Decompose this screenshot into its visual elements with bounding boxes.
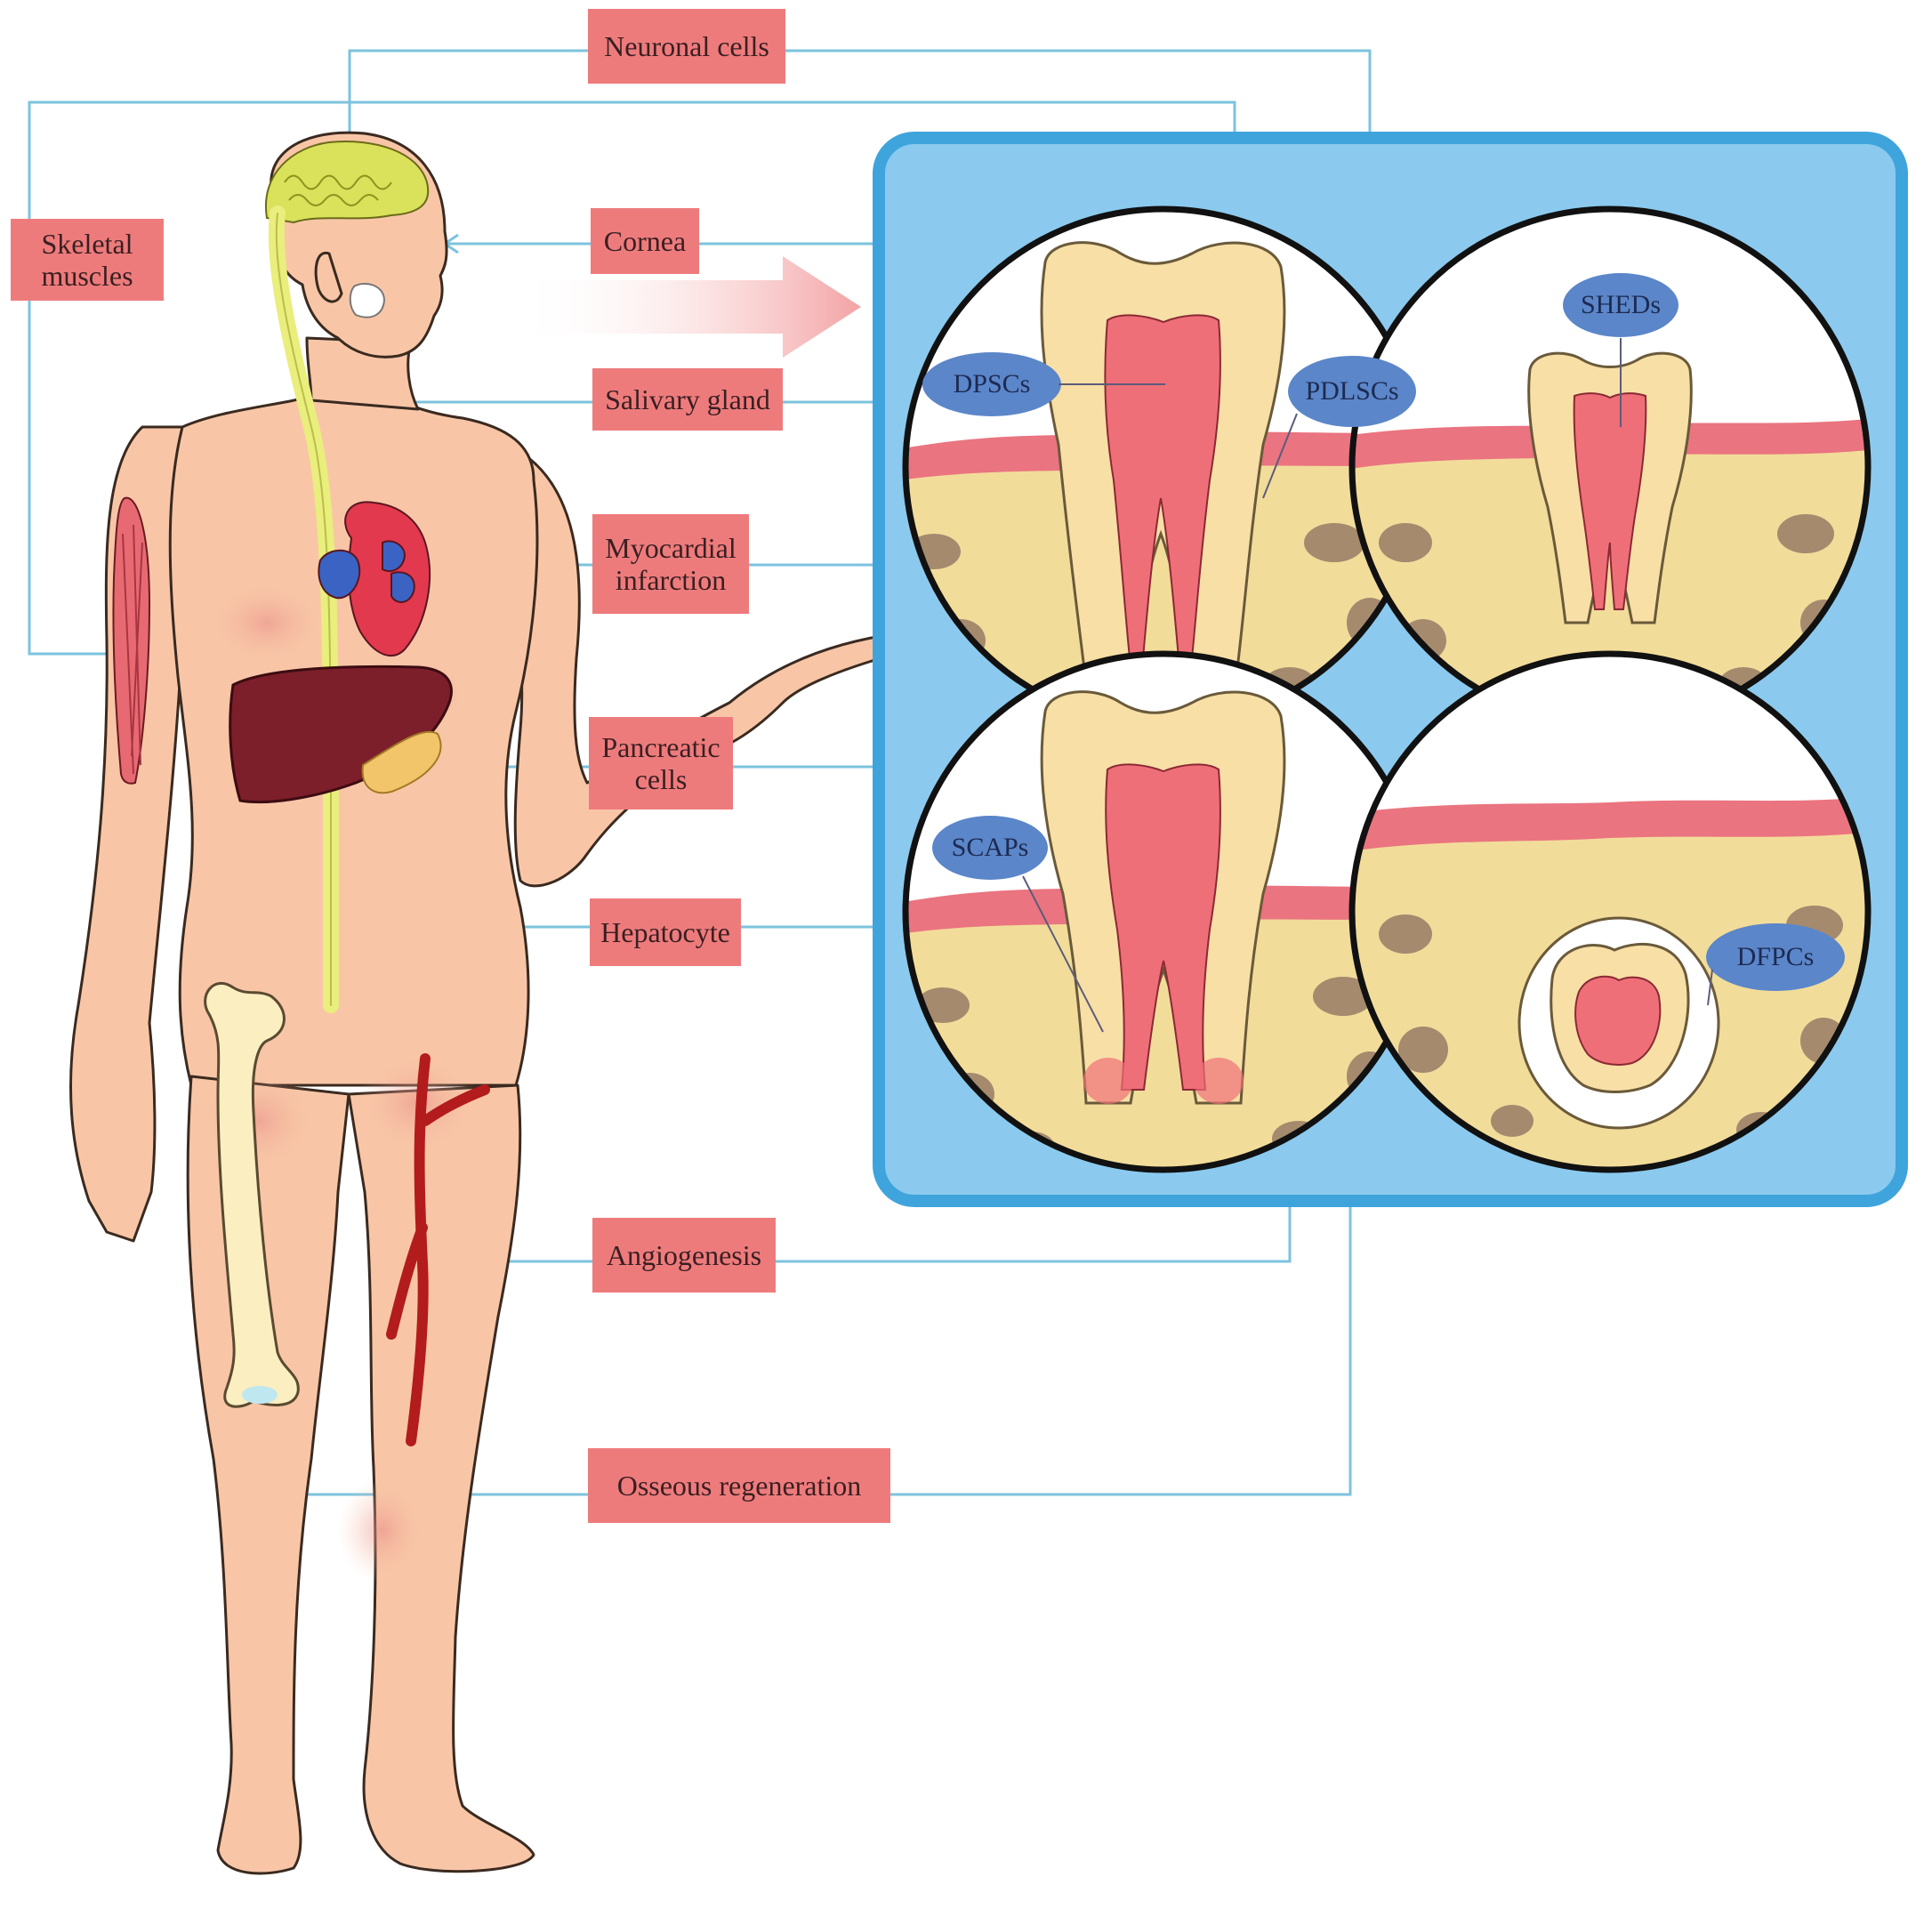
label-cornea: Cornea [591,208,699,274]
label-dfpcs: DFPCs [1736,942,1815,971]
label-skeletal-muscles: Skeletal muscles [11,219,164,301]
dfpcs-marker [1706,923,1845,991]
tooth-circle-permanent [906,209,1421,725]
stem-cell-markers [922,273,1845,991]
label-scaps: SCAPs [951,833,1029,862]
big-arrow [516,256,861,358]
label-osseous-regeneration: Osseous regeneration [588,1448,890,1523]
scaps-marker [932,816,1048,880]
label-dpscs: DPSCs [953,369,1031,399]
right-leg [186,1075,350,1875]
connector-skeletal [28,101,1236,656]
heart [318,501,431,657]
label-pancreatic-cells: Pancreatic cells [589,717,733,810]
ear [314,251,343,303]
blood-vessel [386,1053,490,1446]
label-angiogenesis: Angiogenesis [592,1218,776,1293]
label-neuronal-cells: Neuronal cells [588,9,785,84]
label-sheds: SHEDs [1580,290,1661,319]
label-myocardial-infarction: Myocardial infarction [592,514,749,614]
label-salivary-gland: Salivary gland [592,368,783,431]
salivary-gland-organ [349,283,386,318]
tooth-circle-dental-follicle [1352,654,1868,1170]
femur [204,981,300,1408]
stem-cell-pointers [1022,338,1713,1033]
human-body [68,131,907,1875]
pdlscs-marker [1288,356,1416,427]
connector-angiogenesis [416,1205,1292,1263]
brain [264,141,430,224]
skeletal-muscle-organ [112,496,151,785]
connector-neuronal [348,49,1372,138]
dpscs-marker [922,352,1061,416]
pancreas [361,730,442,794]
label-pdlscs: PDLSCs [1305,376,1399,406]
sheds-marker [1563,273,1678,337]
label-hepatocyte: Hepatocyte [590,898,741,966]
